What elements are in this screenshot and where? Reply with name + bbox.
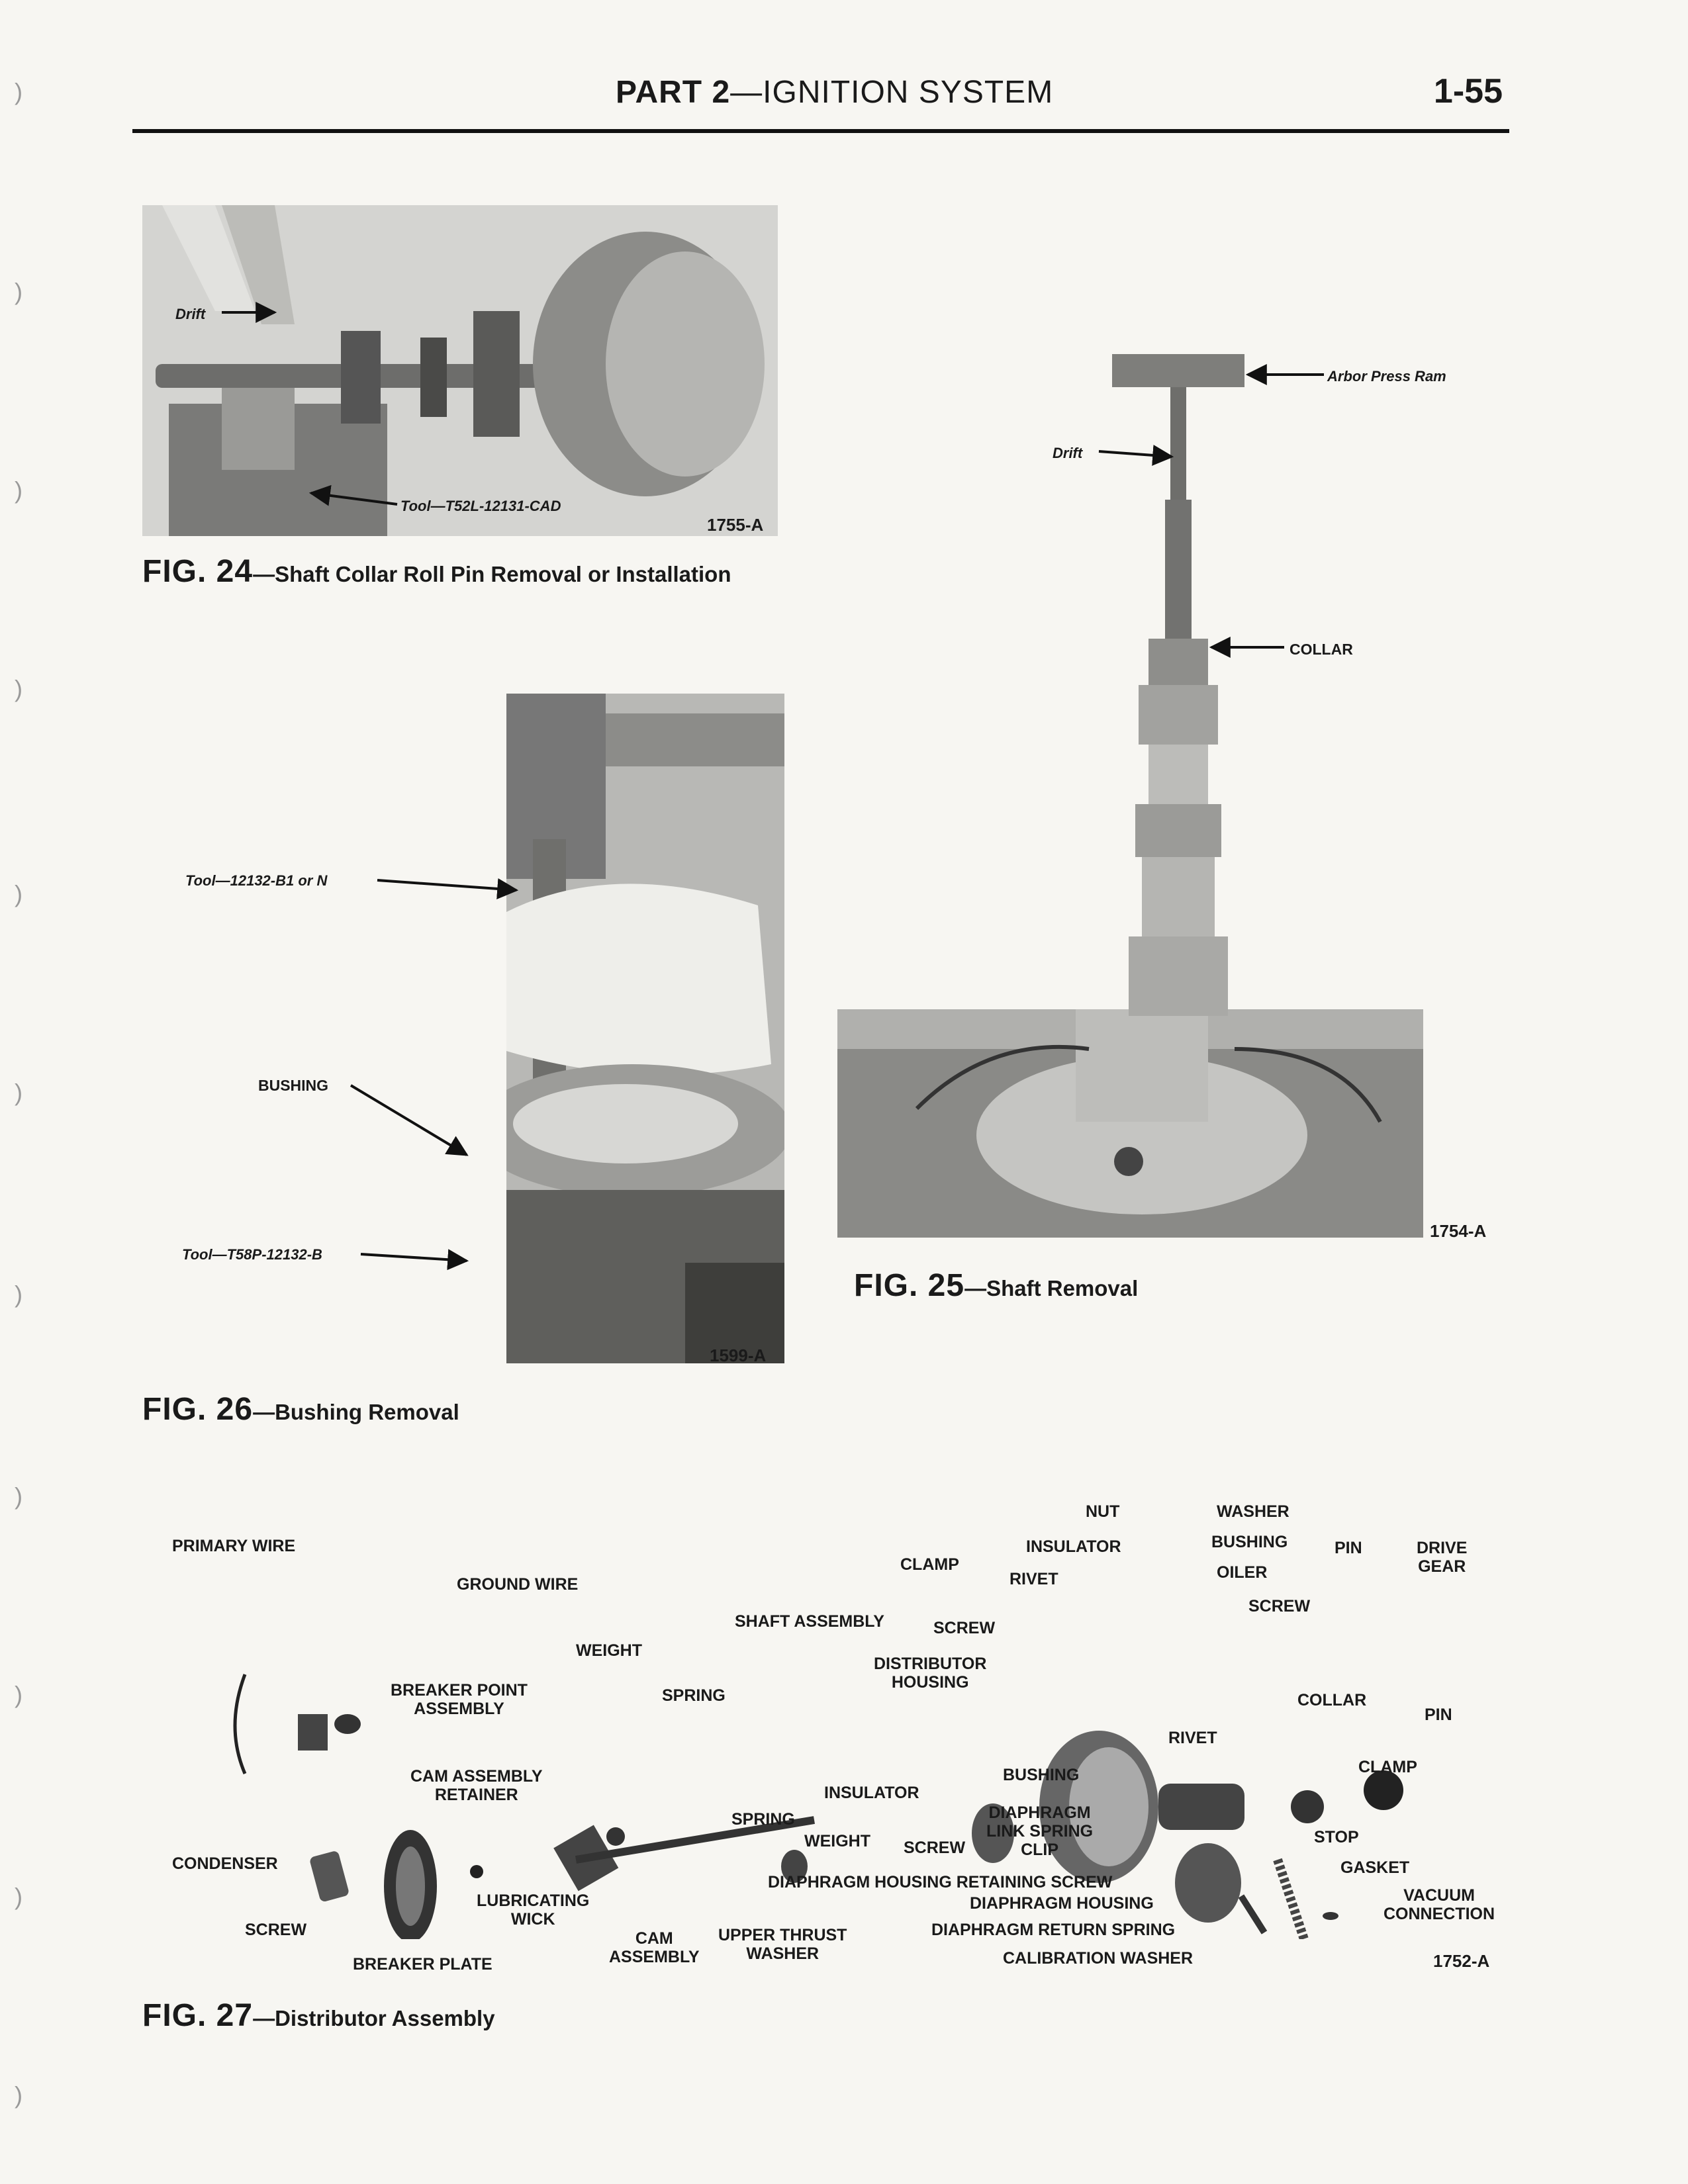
fig27-label-screw-top: SCREW: [933, 1619, 996, 1637]
fig26-label-bushing: BUSHING: [258, 1077, 329, 1094]
fig27-label-screw-mid: SCREW: [904, 1839, 966, 1857]
fig27-label-calibration-washer: CALIBRATION WASHER: [1003, 1949, 1194, 1968]
fig27-label-drive-gear: DRIVE GEAR: [1417, 1539, 1468, 1576]
fig27-code: 1752-A: [1433, 1951, 1490, 1971]
fig27-label-diaphragm-link: DIAPHRAGM LINK SPRING CLIP: [986, 1803, 1094, 1859]
fig27-label-screw-left: SCREW: [245, 1921, 307, 1939]
fig27-label-distributor-housing: DISTRIBUTOR HOUSING: [874, 1655, 987, 1692]
fig27-label-weight-mid: WEIGHT: [804, 1832, 870, 1850]
binder-mark-2: ): [15, 278, 23, 305]
fig27-label-screw-right: SCREW: [1248, 1597, 1311, 1615]
fig27-label-weight-top: WEIGHT: [576, 1641, 642, 1660]
fig26-number: FIG. 26: [142, 1392, 254, 1427]
fig27-label-primary-wire: PRIMARY WIRE: [172, 1537, 296, 1555]
binder-mark-9: ): [15, 1681, 23, 1708]
fig27-label-pin-right: PIN: [1425, 1706, 1452, 1724]
fig26-photo: [506, 694, 784, 1363]
fig27-label-gasket: GASKET: [1340, 1858, 1410, 1877]
fig27-label-collar: COLLAR: [1297, 1691, 1367, 1709]
fig27-label-diaphragm-return: DIAPHRAGM RETURN SPRING: [931, 1921, 1176, 1939]
fig27-diagram-parts: [218, 1621, 1423, 1942]
fig24-code: 1755-A: [707, 515, 764, 535]
fig27-label-shaft-assembly: SHAFT ASSEMBLY: [735, 1612, 884, 1631]
fig26-label-tool1: Tool—12132-B1 or N: [185, 872, 328, 889]
fig25-label-drift: Drift: [1053, 445, 1083, 461]
binder-mark-6: ): [15, 1079, 23, 1106]
binder-mark-10: ): [15, 1883, 23, 1910]
fig26-code: 1599-A: [710, 1345, 767, 1365]
fig27-label-breaker-point: BREAKER POINT ASSEMBLY: [391, 1681, 528, 1718]
fig27-label-cam-assembly: CAM ASSEMBLY: [609, 1929, 700, 1966]
fig25-photo-art: [837, 1009, 1423, 1238]
fig27-label-insulator-top: INSULATOR: [1026, 1537, 1121, 1556]
page-number: 1-55: [1433, 72, 1503, 111]
fig27-label-clamp-top: CLAMP: [900, 1555, 959, 1574]
fig26-bushing-leader: [350, 1084, 469, 1156]
fig27-label-bushing-top: BUSHING: [1211, 1533, 1288, 1551]
fig25-photo: [837, 1009, 1423, 1238]
fig27-label-pin-top: PIN: [1335, 1539, 1362, 1557]
fig27-label-cam-retainer: CAM ASSEMBLY RETAINER: [410, 1767, 543, 1804]
binder-mark-8: ): [15, 1482, 23, 1510]
fig24-label-tool: Tool—T52L-12131-CAD: [400, 498, 561, 514]
fig26-photo-art: [506, 694, 784, 1363]
fig27-label-bushing-mid: BUSHING: [1003, 1766, 1080, 1784]
part-label: PART 2: [616, 75, 731, 110]
fig27-label-vacuum-connection: VACUUM CONNECTION: [1383, 1886, 1495, 1923]
binder-mark-11: ): [15, 2081, 23, 2109]
fig27-label-ground-wire: GROUND WIRE: [457, 1575, 579, 1594]
fig27-label-clamp-right: CLAMP: [1358, 1758, 1417, 1776]
fig26-caption-text: —Bushing Removal: [253, 1400, 459, 1424]
fig27-label-oiler: OILER: [1217, 1563, 1268, 1582]
fig27-label-stop: STOP: [1314, 1828, 1359, 1846]
binder-mark-1: ): [15, 78, 23, 105]
fig24-number: FIG. 24: [142, 554, 254, 589]
fig25-caption: FIG. 25—Shaft Removal: [854, 1267, 1138, 1304]
fig27-label-rivet-top: RIVET: [1009, 1570, 1058, 1588]
running-header-title: PART 2—IGNITION SYSTEM: [616, 74, 1053, 111]
fig26-tool2-leader: [360, 1249, 469, 1271]
fig27-label-insulator-mid: INSULATOR: [824, 1784, 919, 1802]
fig27-label-diaphragm-retaining: DIAPHRAGM HOUSING RETAINING SCREW: [768, 1873, 1113, 1891]
fig25-caption-text: —Shaft Removal: [964, 1276, 1139, 1300]
fig27-label-spring-mid: SPRING: [731, 1810, 795, 1829]
fig27-label-upper-thrust: UPPER THRUST WASHER: [718, 1926, 847, 1963]
fig24-label-drift: Drift: [175, 306, 206, 322]
fig25-press-art-svg: [1112, 354, 1244, 1016]
fig27-label-breaker-plate: BREAKER PLATE: [353, 1955, 492, 1974]
fig24-caption: FIG. 24—Shaft Collar Roll Pin Removal or…: [142, 553, 731, 590]
fig25-label-collar: COLLAR: [1289, 641, 1353, 658]
fig27-number: FIG. 27: [142, 1998, 254, 2033]
fig27-caption-text: —Distributor Assembly: [253, 2006, 495, 2030]
header-rule: [132, 129, 1509, 133]
binder-mark-3: ): [15, 477, 23, 504]
fig25-number: FIG. 25: [854, 1268, 965, 1303]
fig27-label-diaphragm-housing: DIAPHRAGM HOUSING: [970, 1894, 1154, 1913]
section-label: —IGNITION SYSTEM: [730, 75, 1054, 110]
fig24-caption-text: —Shaft Collar Roll Pin Removal or Instal…: [253, 562, 731, 586]
fig27-label-lubricating-wick: LUBRICATING WICK: [477, 1891, 590, 1929]
fig25-press-art: [1112, 354, 1350, 1016]
fig24-photo-art: [142, 205, 778, 536]
binder-mark-5: ): [15, 880, 23, 907]
fig27-label-nut: NUT: [1086, 1502, 1120, 1521]
binder-mark-4: ): [15, 675, 23, 702]
fig27-label-washer: WASHER: [1217, 1502, 1289, 1521]
fig25-code: 1754-A: [1430, 1221, 1487, 1241]
fig27-label-spring-top: SPRING: [662, 1686, 726, 1705]
fig26-label-tool2: Tool—T58P-12132-B: [182, 1246, 322, 1263]
fig26-caption: FIG. 26—Bushing Removal: [142, 1391, 459, 1428]
fig27-caption: FIG. 27—Distributor Assembly: [142, 1997, 495, 2034]
fig27-label-condenser: CONDENSER: [172, 1854, 278, 1873]
fig27-parts-svg: [233, 1674, 1403, 1942]
fig25-label-ram: Arbor Press Ram: [1327, 368, 1446, 385]
binder-mark-7: ): [15, 1281, 23, 1308]
fig27-label-rivet-right: RIVET: [1168, 1729, 1217, 1747]
fig24-photo: [142, 205, 778, 536]
fig26-tool1-leader: [377, 878, 519, 899]
